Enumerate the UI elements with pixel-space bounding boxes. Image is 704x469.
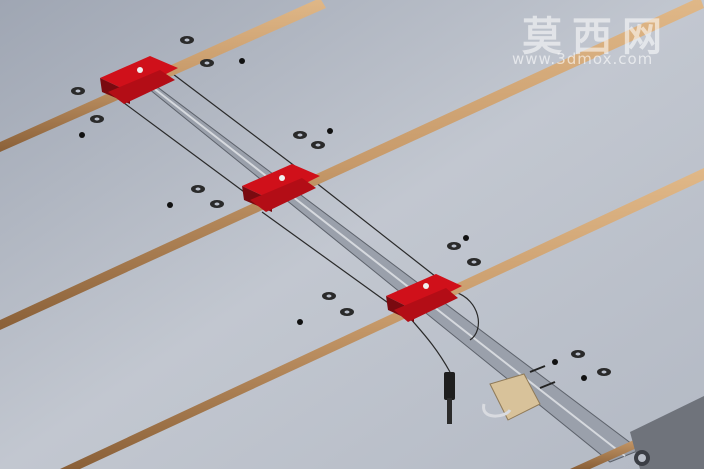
nut (79, 132, 85, 138)
mount-hardware (630, 396, 704, 469)
nut (327, 128, 333, 134)
antenna-element-3[interactable] (60, 168, 704, 469)
watermark-url: www.3dmox.com (512, 50, 654, 68)
nut (167, 202, 173, 208)
nuts (79, 58, 587, 381)
nut (297, 319, 303, 325)
nut (581, 375, 587, 381)
watermark-chinese: 莫西网 (522, 14, 672, 60)
element-clamp-2[interactable] (242, 164, 320, 212)
nut (463, 235, 469, 241)
washer-holes (75, 38, 607, 374)
u-bolt-bracket[interactable] (482, 365, 556, 421)
element-clamp-3[interactable] (386, 274, 462, 322)
antenna-element-2[interactable] (0, 0, 704, 330)
element-clamp-1[interactable] (100, 56, 178, 104)
connector[interactable] (444, 372, 455, 424)
nut (552, 359, 558, 365)
nut (239, 58, 245, 64)
